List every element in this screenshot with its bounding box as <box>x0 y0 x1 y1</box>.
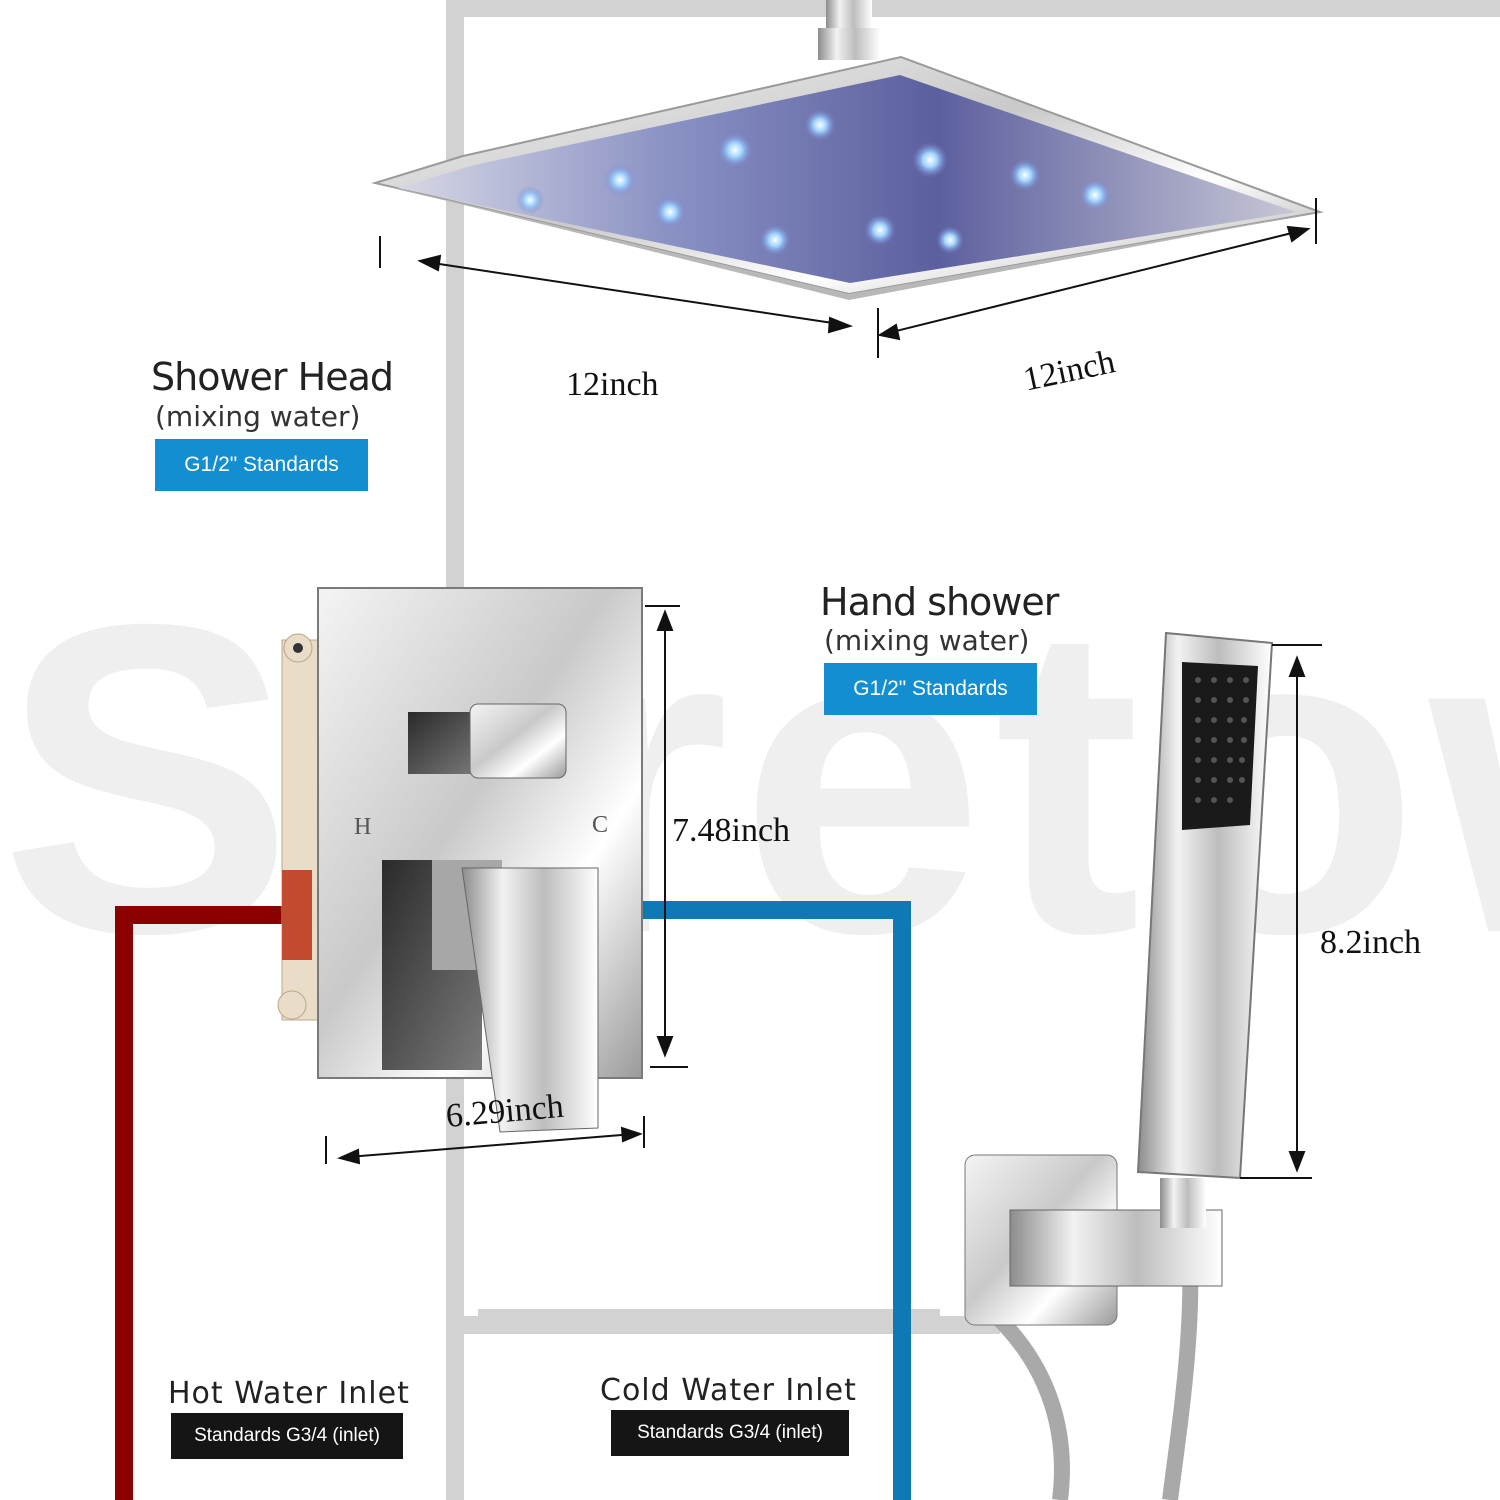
hot-inlet-title: Hot Water Inlet <box>168 1376 410 1411</box>
hand-shower-subtitle: (mixing water) <box>824 624 1030 657</box>
cold-inlet-title: Cold Water Inlet <box>600 1373 857 1408</box>
cold-water-pipe <box>640 901 911 1500</box>
shower-head-standard-badge: G1/2" Standards <box>155 439 368 491</box>
hand-shower-standard-badge: G1/2" Standards <box>824 663 1037 715</box>
valve-dimensions <box>325 605 688 1165</box>
valve-rough-in-box <box>277 633 323 1021</box>
shower-head-dimensions <box>379 198 1317 358</box>
shower-head-subtitle: (mixing water) <box>155 400 361 433</box>
shower-head-title: Shower Head <box>151 355 394 399</box>
hot-water-pipe <box>115 906 282 1500</box>
hot-mark: H <box>354 814 372 840</box>
shower-head-width-label: 12inch <box>566 366 659 403</box>
hand-shower-dimensions <box>1240 644 1322 1179</box>
valve-height-label: 7.48inch <box>672 812 791 849</box>
shower-head-image <box>371 0 1324 300</box>
cold-mark: C <box>592 812 609 838</box>
hot-inlet-standard-badge: Standards G3/4 (inlet) <box>171 1413 403 1459</box>
cold-inlet-standard-badge: Standards G3/4 (inlet) <box>611 1410 849 1456</box>
hand-shower-title: Hand shower <box>820 580 1059 624</box>
hand-shower-length-label: 8.2inch <box>1320 924 1422 961</box>
valve-trim-plate <box>317 587 643 1133</box>
hand-shower-image <box>964 631 1274 1500</box>
